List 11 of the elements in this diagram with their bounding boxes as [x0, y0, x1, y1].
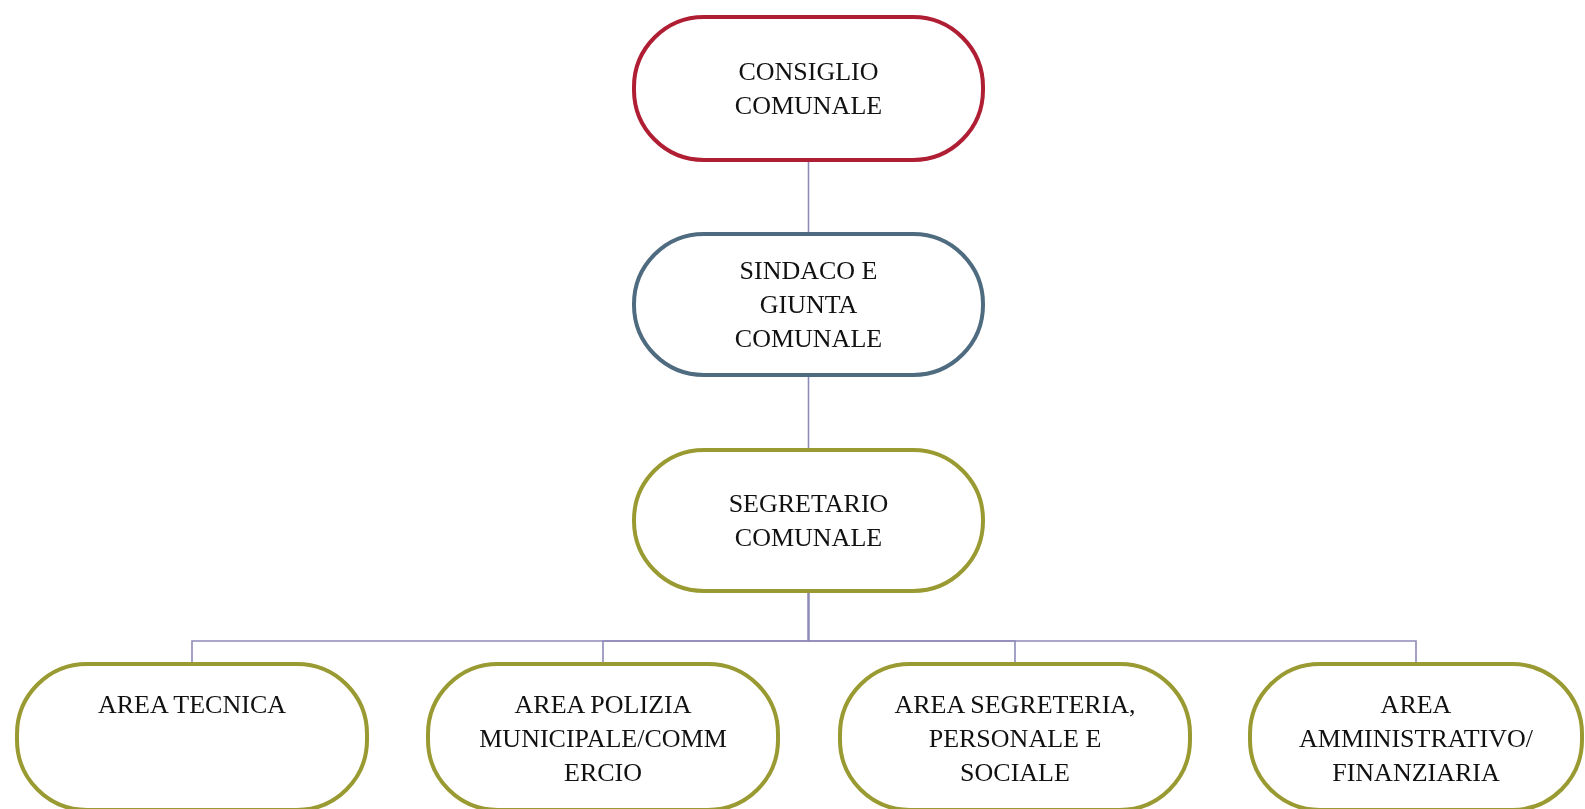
rounded-box: [1248, 662, 1584, 809]
connector-line: [807, 376, 810, 449]
node-label: CONSIGLIO COMUNALE: [733, 55, 884, 122]
node-label: SEGRETARIO COMUNALE: [727, 487, 890, 554]
node-label: AREA POLIZIA MUNICIPALE/COMM ERCIO: [478, 689, 728, 789]
node-label: AREA SEGRETERIA, PERSONALE E SOCIALE: [893, 689, 1137, 789]
connector-line: [807, 592, 1417, 663]
connector-line: [807, 161, 810, 233]
node-label: AREA AMMINISTRATIVO/ FINANZIARIA: [1298, 689, 1534, 789]
node-label: AREA TECNICA: [98, 689, 286, 721]
node-label: SINDACO E GIUNTA COMUNALE: [733, 254, 884, 355]
